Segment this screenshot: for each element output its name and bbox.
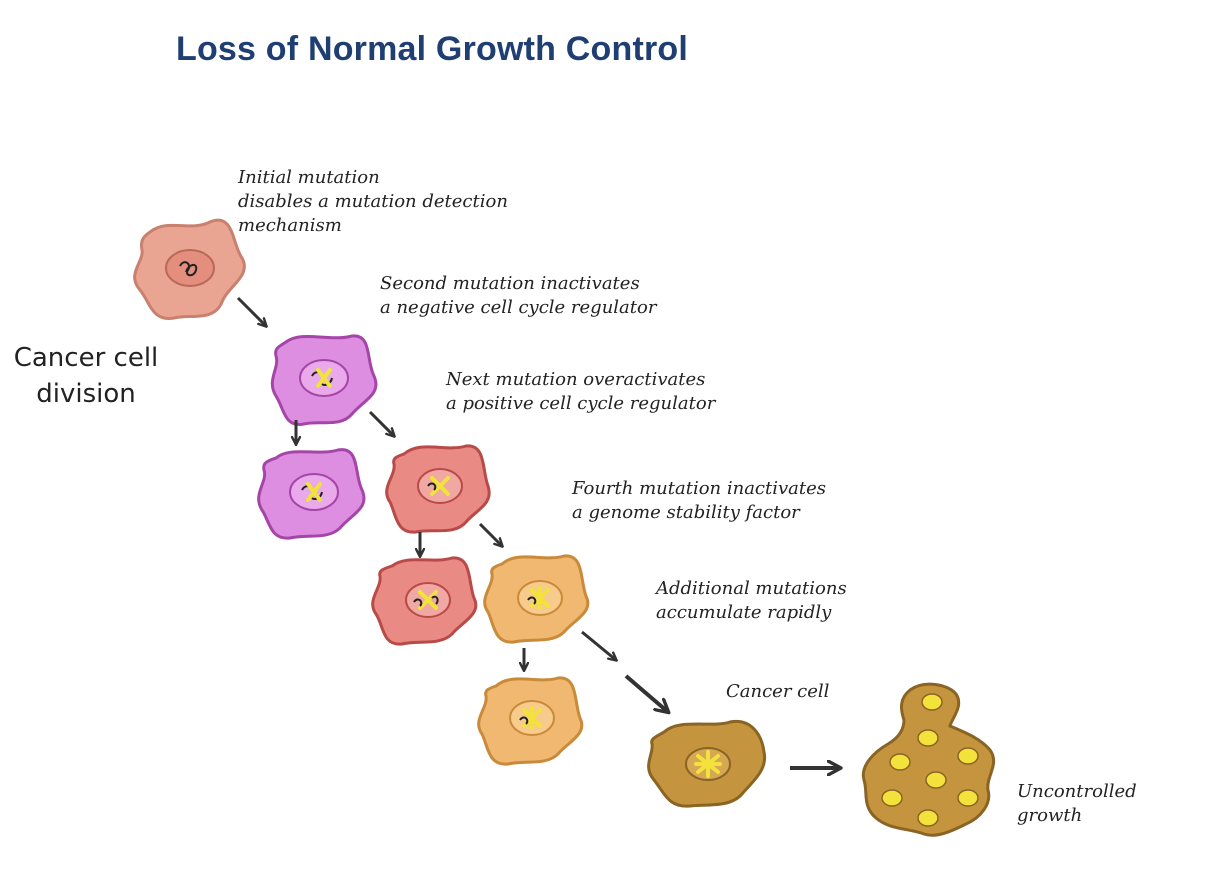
arrow-stage4-to-additional	[581, 630, 616, 660]
additional-mutations-note: Additional mutations accumulate rapidly	[656, 578, 847, 623]
second-mutation-note: Second mutation inactivates a negative c…	[380, 273, 657, 318]
side-label-line2: division	[36, 379, 136, 409]
next-mutation-note: Next mutation overactivates a positive c…	[446, 369, 716, 414]
uncontrolled-growth-note: Uncontrolled growth	[1017, 781, 1137, 826]
mutated-cell-stage2-b	[257, 448, 366, 540]
arrow-stage2-to-stage3	[368, 410, 394, 436]
mutated-cell-stage4-a	[483, 554, 590, 644]
cancer-cell-division-label: Cancer cell division	[8, 340, 164, 412]
initial-mutation-note: Initial mutation disables a mutation det…	[238, 167, 508, 236]
mutated-cell-stage3-b	[371, 556, 478, 646]
progression-arrows	[236, 296, 840, 768]
arrow-stage1-to-stage2	[236, 296, 266, 326]
fourth-mutation-note: Fourth mutation inactivates a genome sta…	[572, 478, 827, 523]
mutated-cell-stage2-a	[270, 334, 378, 426]
mutated-cell-stage4-b	[477, 676, 584, 766]
normal-cell-stage1	[133, 218, 246, 320]
arrow-stage3-to-stage4	[478, 522, 502, 546]
cancer-cell-note: Cancer cell	[726, 681, 830, 702]
uncontrolled-growth-cluster	[861, 682, 996, 837]
arrow-to-cancer-cell	[624, 674, 668, 712]
cancer-cell	[647, 719, 767, 808]
mutated-cell-stage3-a	[385, 444, 491, 534]
diagram-title: Loss of Normal Growth Control	[176, 30, 689, 68]
side-label-line1: Cancer cell	[13, 343, 159, 373]
